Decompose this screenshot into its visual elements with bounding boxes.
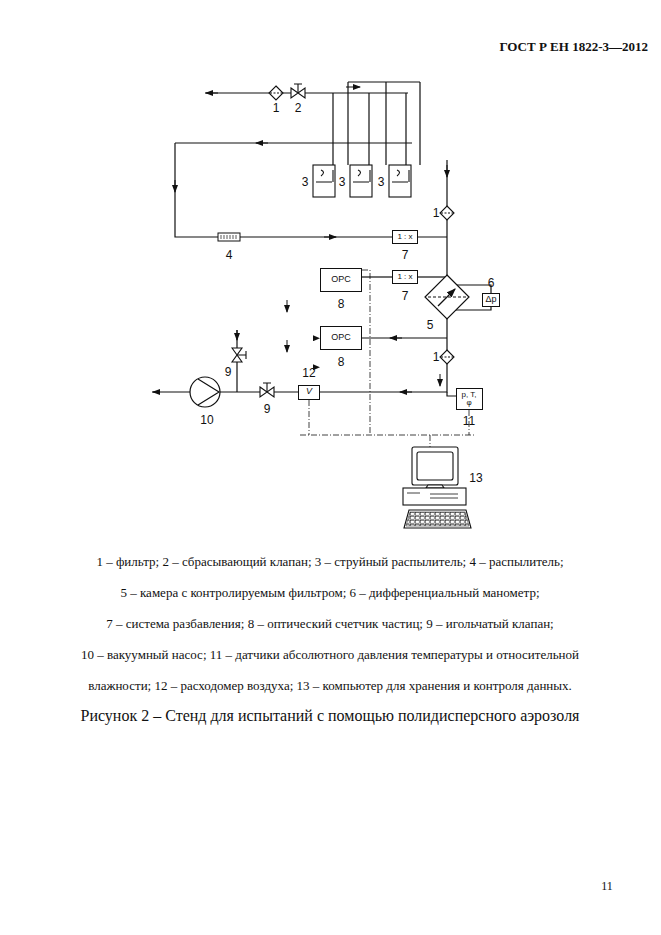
document-header: ГОСТ Р ЕН 1822-3—2012 [499,40,648,53]
needle-valve [232,348,274,397]
process-box: OPC [320,326,362,350]
vacuum-pump [190,377,220,407]
filter-symbol [269,86,454,364]
legend-line: 10 – вакуумный насос; 11 – датчики абсол… [81,648,579,661]
box-label: 1 : x [397,233,412,241]
process-box: OPC [320,268,362,292]
legend-line: влажности; 12 – расходомер воздуха; 13 –… [88,679,572,692]
callout-number: 10 [200,414,213,426]
process-box: 1 : x [392,230,418,244]
box-label: p, T, φ [459,391,479,408]
box-label: Δp [485,295,496,304]
callout-number: 1 [433,207,440,219]
page-number: 11 [601,880,613,892]
callout-number: 9 [225,366,232,378]
callout-number: 5 [427,319,434,331]
box-label: OPC [331,275,351,284]
pipe-connector [362,276,392,277]
legend-line: 5 – камера с контролируемым фильтром; 6 … [120,586,539,599]
callout-number: 9 [264,403,271,415]
callout-number: 11 [463,415,475,427]
filter-chamber [425,275,469,319]
callout-number: 12 [302,367,315,379]
callout-number: 7 [402,249,409,261]
jet-nebulizer [313,165,411,197]
callout-number: 8 [338,356,345,368]
sprayer [218,233,240,241]
callout-number: 3 [339,176,346,188]
signal-lines [300,270,475,447]
box-label: OPC [331,333,351,342]
callout-number: 8 [338,298,345,310]
callout-number: 6 [488,277,495,289]
process-box: p, T, φ [456,388,483,410]
callout-number: 2 [295,102,302,114]
callout-number: 3 [378,176,385,188]
callout-number: 7 [402,290,409,302]
computer [403,447,471,528]
process-box: Δp [482,293,500,307]
callout-number: 1 [273,102,280,114]
callout-number: 3 [302,176,309,188]
box-label: V [306,387,312,396]
legend-line: 7 – система разбавления; 8 – оптический … [106,617,553,630]
figure-caption: Рисунок 2 – Стенд для испытаний с помощь… [81,707,580,725]
pipes [152,82,491,396]
flow-arrows [153,87,447,392]
box-label: 1 : x [397,273,412,281]
process-box: V [298,385,320,400]
process-box: 1 : x [392,270,418,284]
relief-valve [291,84,305,98]
legend-line: 1 – фильтр; 2 – сбрасывающий клапан; 3 –… [96,555,563,568]
callout-number: 1 [433,351,440,363]
callout-number: 13 [469,472,482,484]
callout-number: 4 [226,249,233,261]
